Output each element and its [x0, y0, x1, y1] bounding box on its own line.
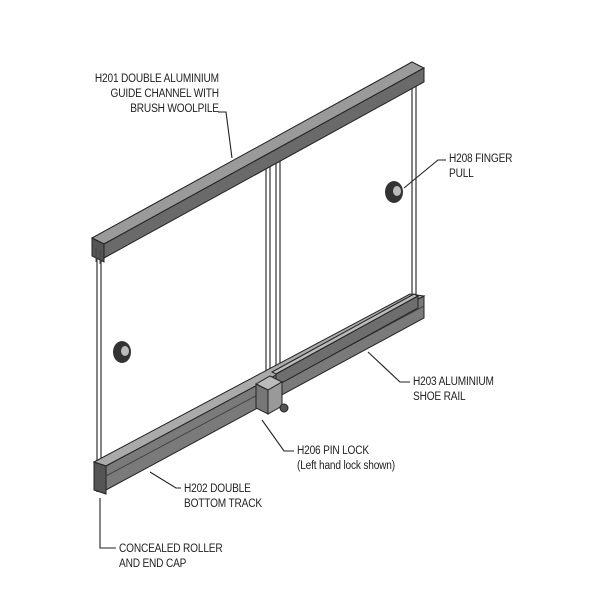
- label-line: H202 DOUBLE: [184, 483, 251, 495]
- label-roller: CONCEALED ROLLER AND END CAP: [119, 542, 223, 572]
- label-line: AND END CAP: [119, 558, 187, 570]
- label-line: H203 ALUMINIUM: [413, 376, 494, 388]
- finger-pull-right: [385, 181, 403, 203]
- label-line: BOTTOM TRACK: [184, 498, 262, 510]
- finger-pull-left: [113, 341, 131, 363]
- guide-channel-rail: [90, 61, 426, 264]
- label-pin-lock: H206 PIN LOCK (Left hand lock shown): [297, 444, 395, 474]
- label-line: (Left hand lock shown): [297, 460, 395, 472]
- label-line: H201 DOUBLE ALUMINIUM: [95, 73, 219, 85]
- label-line: CONCEALED ROLLER: [119, 543, 223, 555]
- label-line: SHOE RAIL: [413, 391, 466, 403]
- label-line: GUIDE CHANNEL WITH: [110, 88, 220, 100]
- pin-lock: [254, 375, 289, 415]
- label-line: BRUSH WOOLPILE: [130, 103, 219, 115]
- label-guide-channel: H201 DOUBLE ALUMINIUM GUIDE CHANNEL WITH…: [95, 72, 219, 117]
- shoe-rail: [270, 293, 420, 387]
- label-finger-pull: H208 FINGER PULL: [449, 152, 512, 182]
- left-glass-panel: [96, 163, 271, 492]
- label-line: H206 PIN LOCK: [297, 445, 369, 457]
- label-bottom-track: H202 DOUBLE BOTTOM TRACK: [184, 482, 262, 512]
- right-glass-panel: [275, 83, 417, 375]
- label-shoe-rail: H203 ALUMINIUM SHOE RAIL: [413, 375, 494, 405]
- leader-lines: [99, 111, 446, 549]
- label-line: PULL: [449, 168, 474, 180]
- label-line: H208 FINGER: [449, 153, 513, 165]
